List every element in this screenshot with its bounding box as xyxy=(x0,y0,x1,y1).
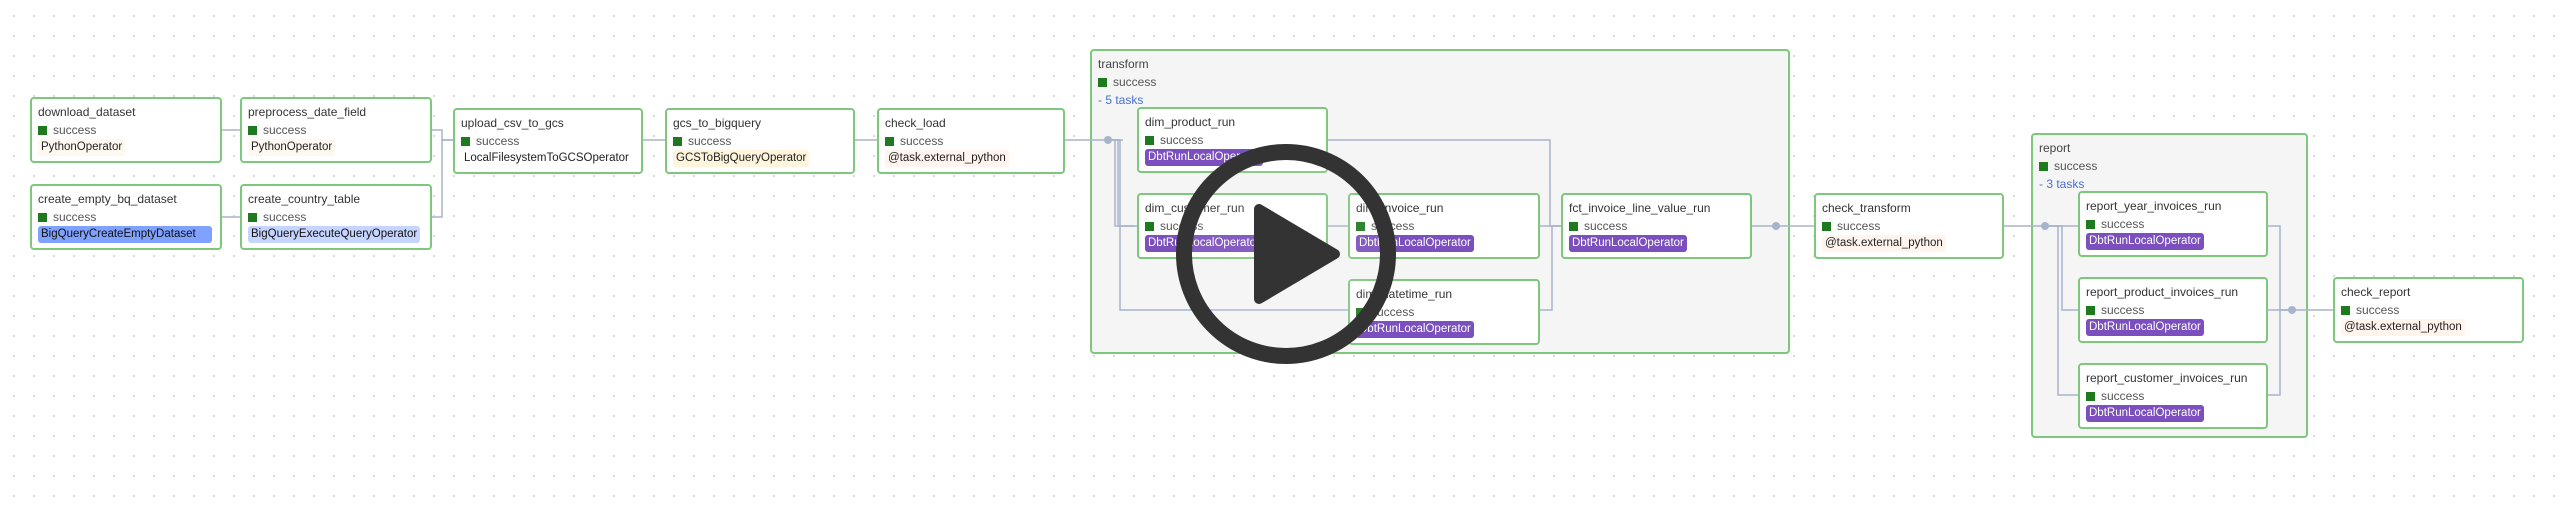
node-title: report_product_invoices_run xyxy=(2086,285,2239,299)
node-gcs-to-bigquery[interactable]: gcs_to_bigquery success GCSToBigQueryOpe… xyxy=(665,108,855,174)
success-status-icon xyxy=(2341,305,2350,315)
node-report-customer-invoices-run[interactable]: report_customer_invoices_run success Dbt… xyxy=(2078,363,2268,429)
node-title: create_empty_bq_dataset xyxy=(38,192,177,206)
edge-junction xyxy=(2288,306,2296,314)
node-create-country-table[interactable]: create_country_table success BigQueryExe… xyxy=(240,184,432,250)
group-title: report xyxy=(2039,141,2071,155)
group-task-count[interactable]: - 5 tasks xyxy=(1098,93,1144,107)
node-download-dataset[interactable]: download_dataset success PythonOperator xyxy=(30,97,222,163)
node-status: success xyxy=(673,134,731,148)
success-status-icon xyxy=(1098,77,1107,87)
operator-badge: PythonOperator xyxy=(38,139,126,156)
edge xyxy=(432,139,453,218)
success-status-icon xyxy=(1145,135,1154,145)
node-check-load[interactable]: check_load success @task.external_python xyxy=(877,108,1065,174)
node-title: preprocess_date_field xyxy=(248,105,367,119)
node-report-year-invoices-run[interactable]: report_year_invoices_run success DbtRunL… xyxy=(2078,191,2268,257)
operator-badge: @task.external_python xyxy=(1822,235,1946,252)
node-title: create_country_table xyxy=(248,192,361,206)
node-status: success xyxy=(461,134,519,148)
operator-badge: DbtRunLocalOperator xyxy=(1145,235,1263,252)
group-task-count[interactable]: - 3 tasks xyxy=(2039,177,2085,191)
node-title: upload_csv_to_gcs xyxy=(461,116,564,130)
node-status: success xyxy=(1145,133,1203,147)
node-title: dim_product_run xyxy=(1145,115,1236,129)
node-status: success xyxy=(1569,219,1627,233)
success-status-icon xyxy=(2086,391,2095,401)
operator-badge: BigQueryCreateEmptyDataset xyxy=(38,226,212,243)
node-fct-invoice-line-value-run[interactable]: fct_invoice_line_value_run success DbtRu… xyxy=(1561,193,1752,259)
edge-junction xyxy=(1772,222,1780,230)
operator-badge: GCSToBigQueryOperator xyxy=(673,150,810,167)
node-report-product-invoices-run[interactable]: report_product_invoices_run success DbtR… xyxy=(2078,277,2268,343)
group-title: transform xyxy=(1098,57,1149,71)
play-icon[interactable] xyxy=(1173,141,1399,367)
edge xyxy=(2045,225,2078,396)
success-status-icon xyxy=(1145,221,1154,231)
group-status: success xyxy=(2039,159,2097,173)
success-status-icon xyxy=(248,125,257,135)
success-status-icon xyxy=(2086,219,2095,229)
success-status-icon xyxy=(38,212,47,222)
operator-badge: BigQueryExecuteQueryOperator xyxy=(248,226,421,243)
edge xyxy=(2045,225,2078,311)
node-status: success xyxy=(1822,219,1880,233)
success-status-icon xyxy=(38,125,47,135)
success-status-icon xyxy=(2086,305,2095,315)
node-status: success xyxy=(2086,303,2144,317)
node-title: gcs_to_bigquery xyxy=(673,116,762,130)
success-status-icon xyxy=(248,212,257,222)
node-status: success xyxy=(2341,303,2399,317)
operator-badge: PythonOperator xyxy=(248,139,336,156)
edge-junction xyxy=(1104,136,1112,144)
operator-badge: DbtRunLocalOperator xyxy=(2086,405,2204,422)
edge xyxy=(432,129,453,141)
success-status-icon xyxy=(1356,221,1365,231)
edge xyxy=(1540,225,1561,311)
success-status-icon xyxy=(885,136,894,146)
success-status-icon xyxy=(1569,221,1578,231)
edge xyxy=(1108,139,1137,227)
node-status: success xyxy=(38,210,96,224)
node-status: success xyxy=(2086,217,2144,231)
operator-badge: DbtRunLocalOperator xyxy=(2086,233,2204,250)
node-status: success xyxy=(38,123,96,137)
node-title: fct_invoice_line_value_run xyxy=(1569,201,1711,215)
edge-junction xyxy=(2041,222,2049,230)
node-preprocess-date-field[interactable]: preprocess_date_field success PythonOper… xyxy=(240,97,432,163)
node-title: check_load xyxy=(885,116,946,130)
node-status: success xyxy=(2086,389,2144,403)
node-title: report_customer_invoices_run xyxy=(2086,371,2248,385)
operator-badge: LocalFilesystemToGCSOperator xyxy=(461,150,632,167)
success-status-icon xyxy=(2039,161,2048,171)
edge xyxy=(2268,309,2292,396)
node-create-empty-bq-dataset[interactable]: create_empty_bq_dataset success BigQuery… xyxy=(30,184,222,250)
operator-badge: DbtRunLocalOperator xyxy=(2086,319,2204,336)
success-status-icon xyxy=(673,136,682,146)
node-status: success xyxy=(248,123,306,137)
node-status: success xyxy=(885,134,943,148)
node-title: download_dataset xyxy=(38,105,136,119)
edge xyxy=(1108,139,1348,311)
operator-badge: DbtRunLocalOperator xyxy=(1569,235,1687,252)
node-title: check_transform xyxy=(1822,201,1911,215)
success-status-icon xyxy=(461,136,470,146)
node-title: report_year_invoices_run xyxy=(2086,199,2222,213)
node-check-report[interactable]: check_report success @task.external_pyth… xyxy=(2333,277,2524,343)
node-title: check_report xyxy=(2341,285,2411,299)
operator-badge: @task.external_python xyxy=(2341,319,2465,336)
success-status-icon xyxy=(1822,221,1831,231)
edge xyxy=(1108,139,1135,227)
edge xyxy=(2268,225,2292,311)
group-status: success xyxy=(1098,75,1156,89)
node-check-transform[interactable]: check_transform success @task.external_p… xyxy=(1814,193,2004,259)
node-upload-csv-to-gcs[interactable]: upload_csv_to_gcs success LocalFilesyste… xyxy=(453,108,643,174)
operator-badge: @task.external_python xyxy=(885,150,1009,167)
node-status: success xyxy=(248,210,306,224)
operator-badge: DbtRunLocalOperator xyxy=(1356,321,1474,338)
